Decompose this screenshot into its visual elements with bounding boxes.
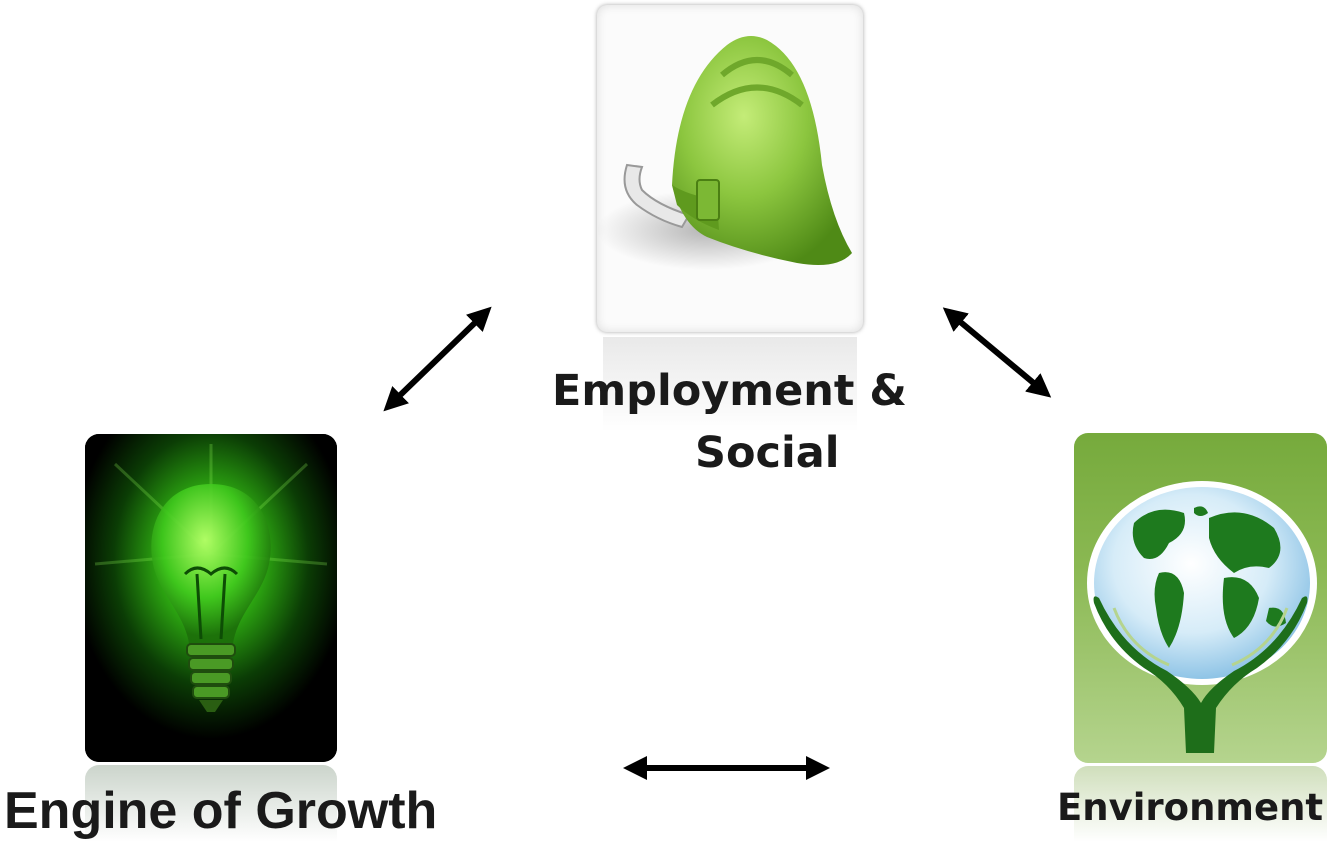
employment-social-label: Employment & Social	[552, 360, 912, 484]
light-bulb-image	[85, 434, 337, 762]
employment-social-label-line1: Employment &	[552, 366, 907, 416]
globe-hands-reflection	[1074, 766, 1327, 842]
hard-hat-icon	[597, 36, 852, 270]
globe-hands-image	[1074, 433, 1327, 763]
hard-hat-image	[597, 5, 863, 332]
globe-in-hands-icon	[1087, 481, 1317, 753]
light-bulb-reflection	[85, 765, 337, 842]
light-bulb-icon	[85, 434, 337, 762]
arrow-social-environment	[942, 307, 1052, 398]
engine-of-growth-label: Engine of Growth	[4, 782, 438, 840]
environment-label: Environment	[1057, 786, 1324, 829]
arrow-growth-social	[383, 306, 492, 412]
employment-social-label-line2: Social	[695, 428, 840, 478]
hard-hat-reflection	[603, 337, 857, 432]
